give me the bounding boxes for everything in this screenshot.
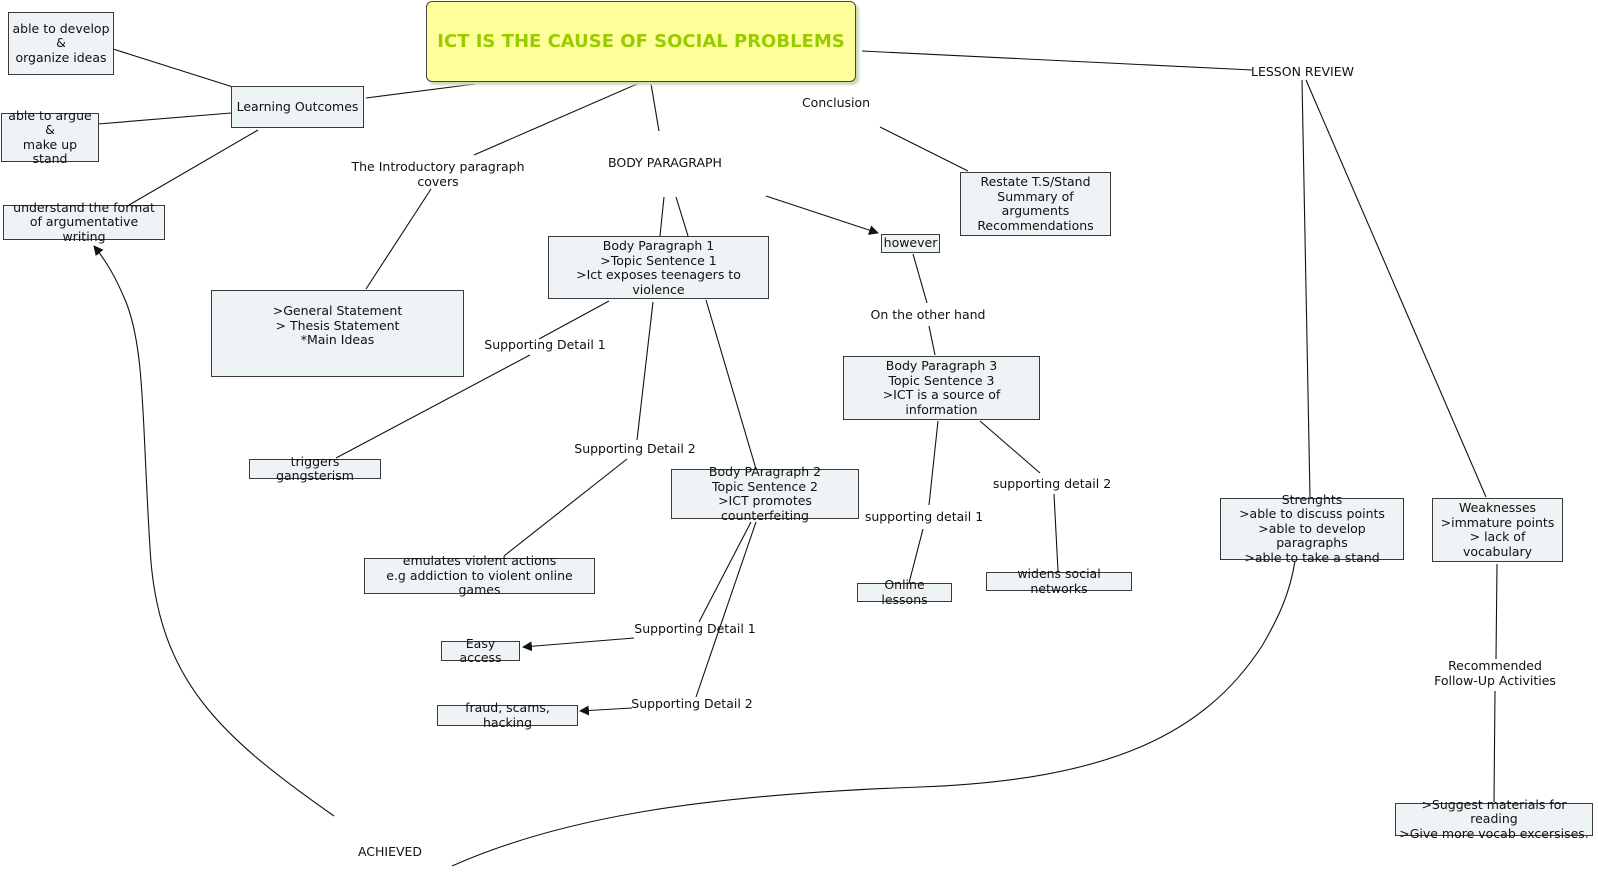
link-bp1-detail1	[538, 300, 610, 340]
link-intro-contents	[365, 188, 432, 290]
node-body-paragraph-3: Body Paragraph 3 Topic Sentence 3 >ICT i…	[843, 356, 1040, 420]
node-however: however	[881, 234, 940, 253]
link-body-bp1-a	[659, 196, 665, 237]
node-develop-organize: able to develop & organize ideas	[8, 12, 114, 75]
link-detail1-easyaccess	[522, 637, 635, 652]
link-root-review	[861, 50, 1253, 71]
node-intro-contents: >General Statement > Thesis Statement *M…	[211, 290, 464, 377]
node-triggers-gangsterism: triggers gangsterism	[249, 454, 381, 483]
node-emulates-violent: emulates violent actions e.g addiction t…	[364, 554, 595, 597]
root-topic: ICT IS THE CAUSE OF SOCIAL PROBLEMS	[426, 1, 856, 82]
node-easy-access: Easy access	[441, 636, 520, 665]
node-understand-format: understand the format of argumentative w…	[3, 200, 165, 244]
node-strengths: Strenghts >able to discuss points >able …	[1220, 492, 1404, 565]
link-conclusion-restate	[879, 126, 969, 172]
link-recommended-suggest	[1493, 690, 1496, 803]
label-bp2-detail-2: Supporting Detail 2	[631, 696, 753, 711]
link-learning-understand	[128, 129, 259, 206]
node-restate: Restate T.S/Stand Summary of arguments R…	[960, 172, 1111, 236]
link-bp3-detail1	[928, 420, 939, 506]
node-fraud-scams: fraud, scams, hacking	[437, 700, 578, 729]
link-root-intro	[473, 83, 638, 156]
link-detail2-emulates	[503, 458, 628, 557]
link-bp3-detail2	[979, 420, 1041, 474]
link-however-otherhand	[912, 253, 928, 304]
link-otherhand-bp3	[928, 325, 936, 356]
label-achieved: ACHIEVED	[357, 844, 423, 859]
label-bp3-detail-1: supporting detail 1	[864, 509, 984, 524]
label-bp1-detail-2: Supporting Detail 2	[574, 441, 696, 456]
link-body-however	[765, 195, 879, 235]
node-learning-outcomes: Learning Outcomes	[231, 86, 364, 128]
link-develop-learning	[112, 48, 234, 88]
label-conclusion: Conclusion	[801, 95, 871, 110]
label-bp1-detail-1: Supporting Detail 1	[484, 337, 606, 352]
link-bp1-bp2	[705, 299, 757, 470]
node-suggestions: >Suggest materials for reading >Give mor…	[1395, 797, 1593, 841]
label-other-hand: On the other hand	[870, 307, 986, 322]
link-review-weaknesses	[1305, 79, 1487, 498]
label-lesson-review: LESSON REVIEW	[1251, 64, 1354, 79]
link-achieved-strengths	[451, 560, 1296, 867]
link-weak-recommended	[1495, 563, 1498, 660]
link-root-body	[650, 83, 660, 132]
link-bp2-detail2	[695, 521, 757, 698]
node-argue-stand: able to argue & make up stand	[1, 108, 99, 166]
link-review-strengths	[1301, 79, 1311, 498]
link-detail1-online	[908, 528, 924, 584]
link-bp1-detail2	[636, 301, 654, 441]
node-body-paragraph-2: Body PAragraph 2 Topic Sentence 2 >ICT p…	[671, 464, 859, 522]
node-body-paragraph-1: Body Paragraph 1 >Topic Sentence 1 >Ict …	[548, 236, 769, 299]
link-bp2-detail1	[698, 521, 752, 623]
label-recommended: Recommended Follow-Up Activities	[1434, 658, 1556, 688]
link-root-learning	[365, 83, 476, 99]
link-detail1-gangsterism	[335, 354, 531, 459]
label-bp2-detail-1: Supporting Detail 1	[634, 621, 756, 636]
node-online-lessons: Online lessons	[857, 577, 952, 606]
label-body-paragraph: BODY PARAGRAPH	[608, 155, 722, 170]
label-bp3-detail-2: supporting detail 2	[992, 476, 1112, 491]
link-body-bp1-b	[675, 196, 689, 237]
link-argue-learning	[97, 112, 232, 125]
link-detail2-networks	[1053, 493, 1059, 572]
link-achieved-understand	[93, 245, 335, 817]
label-intro-covers: The Introductory paragraph covers	[351, 159, 525, 189]
node-social-networks: widens social networks	[986, 566, 1132, 595]
link-detail2-fraud	[579, 705, 633, 716]
node-weaknesses: Weaknesses >immature points > lack of vo…	[1432, 498, 1563, 562]
